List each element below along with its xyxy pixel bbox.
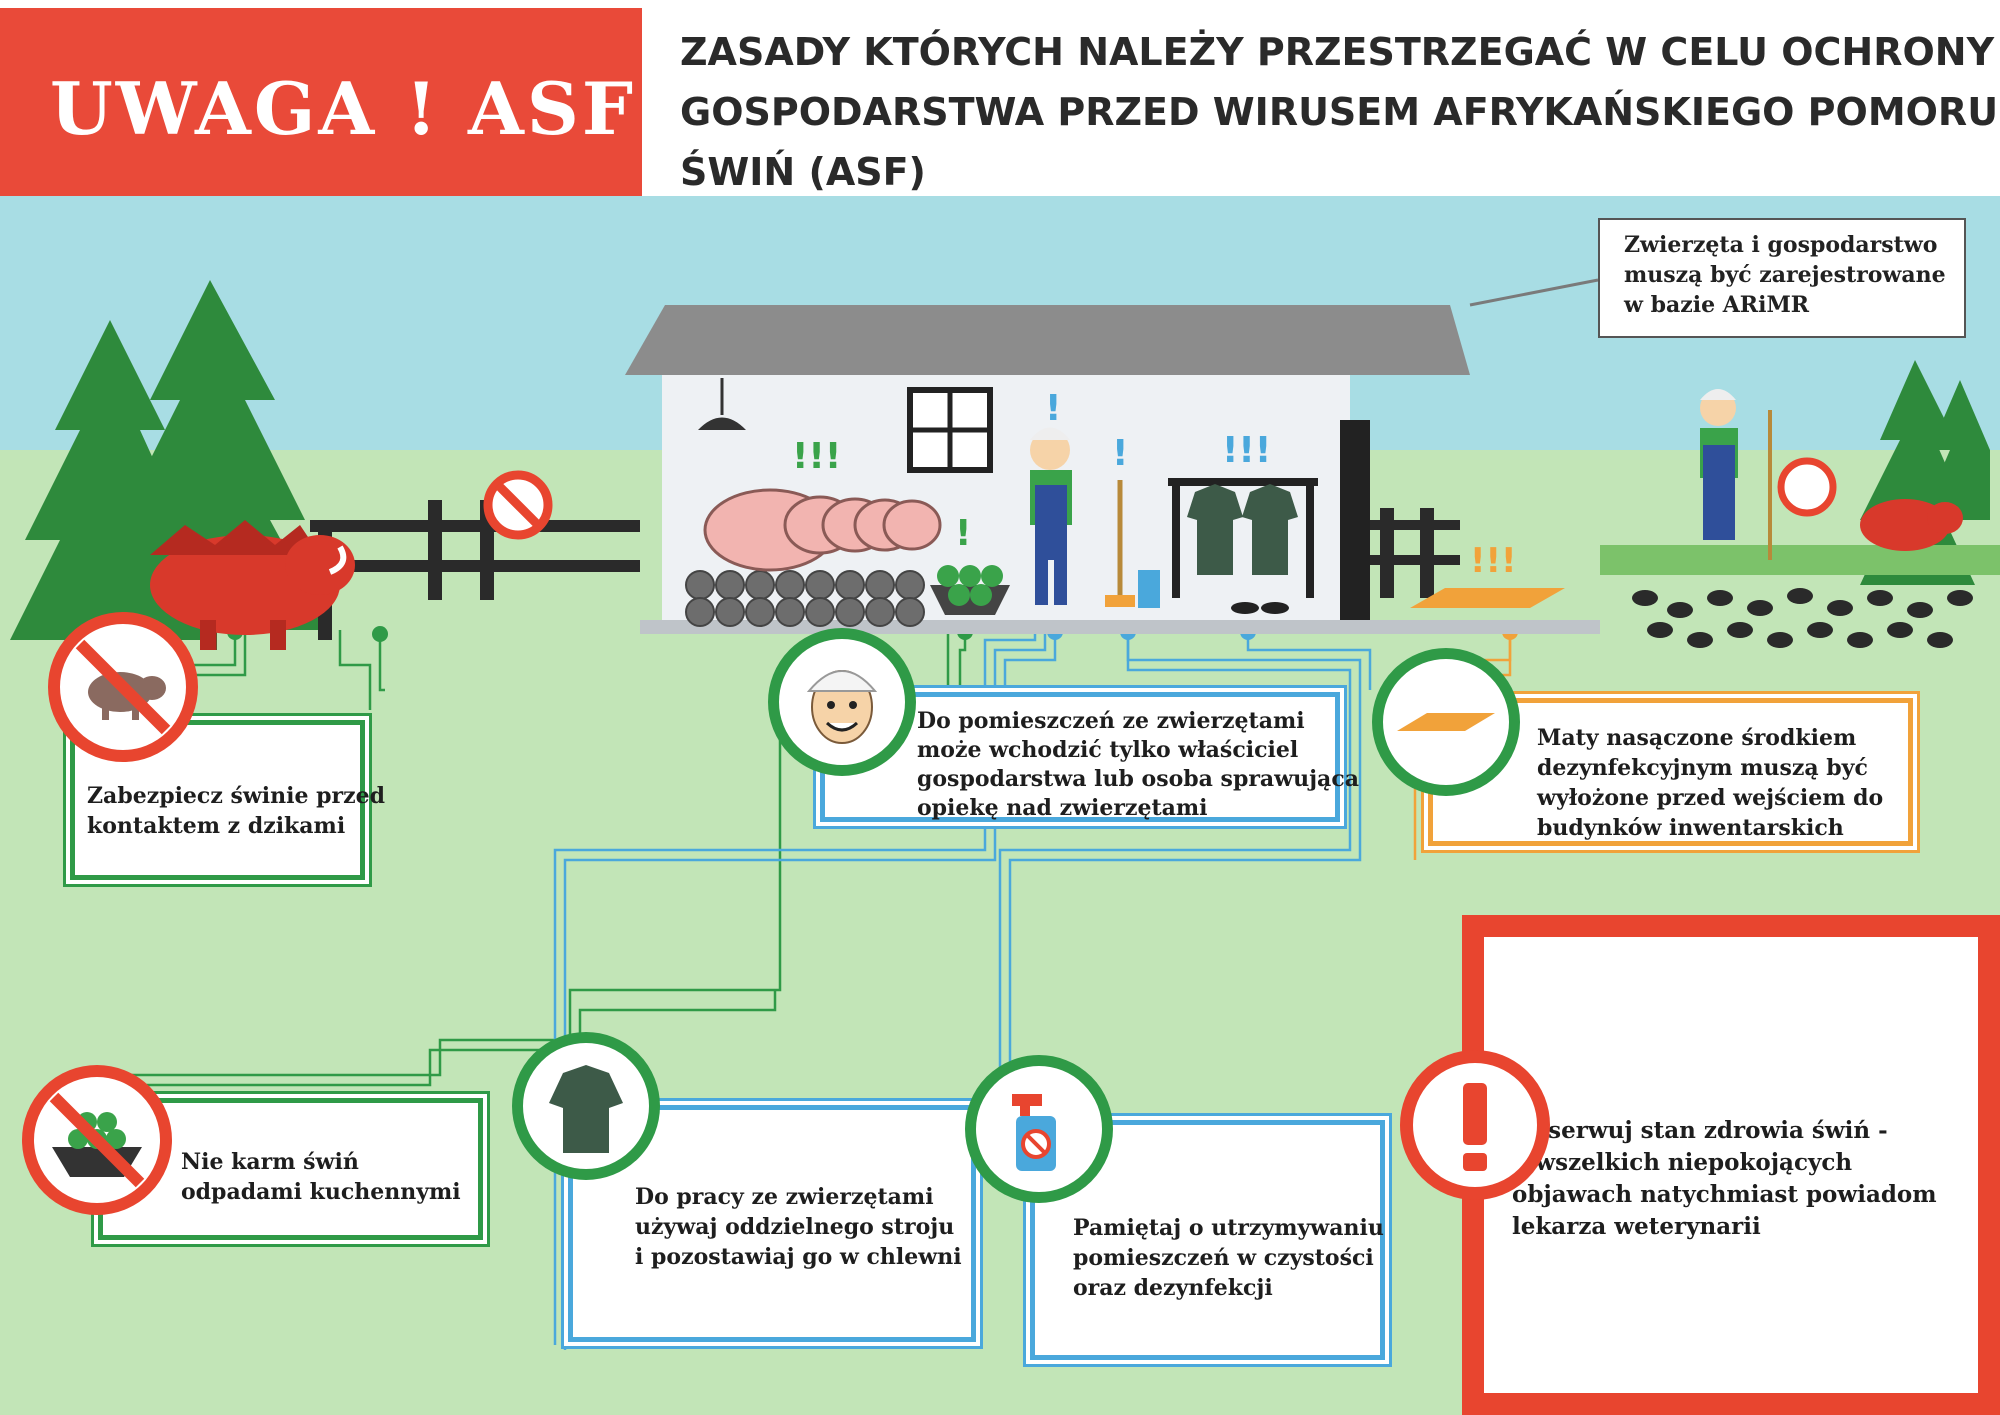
rule-line: i pozostawiaj go w chlewni [635, 1244, 962, 1270]
rule-line: Nie karm świń [181, 1149, 359, 1175]
rule-line: opiekę nad zwierzętami [917, 795, 1208, 821]
farmer-face-icon [768, 628, 916, 776]
no-entry-sign-icon [483, 470, 553, 540]
disinfection-mat-icon [1372, 648, 1520, 796]
svg-text:!: ! [1045, 388, 1061, 429]
rule-line: Maty nasączone środkiem [1537, 725, 1857, 751]
svg-text:!!!: !!! [1222, 430, 1271, 471]
rule-line: pomieszczeń w czystości [1073, 1245, 1374, 1271]
svg-text:!: ! [1112, 433, 1128, 474]
rule-observe-health: Obserwuj stan zdrowia świń - o wszelkich… [1462, 915, 2000, 1415]
warning-banner: UWAGA ! ASF [0, 8, 642, 196]
disinfection-mat [1410, 588, 1565, 608]
fence [310, 500, 1460, 640]
banner-title: UWAGA ! ASF [50, 66, 636, 151]
rule-line: Pamiętaj o utrzymywaniu [1073, 1215, 1384, 1241]
work-shirt-icon [512, 1032, 660, 1180]
rule-line: gospodarstwa lub osoba sprawująca [917, 766, 1359, 792]
right-side-scene [1600, 360, 2000, 648]
rule-owner-only: Do pomieszczeń ze zwierzętami może wchod… [820, 692, 1359, 822]
barn-building: !!! ! ! ! !!! !!! [625, 278, 1600, 634]
note-line: w bazie ARiMR [1624, 292, 1810, 318]
rule-line: używaj oddzielnego stroju [635, 1214, 955, 1240]
svg-text:!!!: !!! [792, 436, 841, 477]
rule-line: odpadami kuchennymi [181, 1179, 461, 1205]
clothes-rack [1168, 478, 1318, 614]
rule-line: Obserwuj stan zdrowia świń - [1512, 1117, 1888, 1144]
title-line: ZASADY KTÓRYCH NALEŻY PRZESTRZEGAĆ W CEL… [680, 30, 1995, 74]
rule-line: wyłożone przed wejściem do [1537, 785, 1884, 811]
note-line: Zwierzęta i gospodarstwo [1624, 232, 1938, 258]
rule-line: Zabezpiecz świnie przed [87, 783, 386, 809]
rule-line: o wszelkich niepokojących [1512, 1149, 1853, 1176]
note-line: muszą być zarejestrowane [1624, 262, 1946, 288]
rule-disinfection-mats: Maty nasączone środkiem dezynfekcyjnym m… [1428, 698, 1913, 846]
farmer-in-barn [1030, 427, 1072, 605]
rule-line: Do pracy ze zwierzętami [635, 1184, 934, 1210]
rule-line: oraz dezynfekcji [1073, 1275, 1273, 1301]
rule-line: Do pomieszczeń ze zwierzętami [917, 708, 1305, 734]
rule-line: może wchodzić tylko właściciel [917, 737, 1299, 763]
title-line: ŚWIŃ (ASF) [680, 150, 926, 194]
page-title: ZASADY KTÓRYCH NALEŻY PRZESTRZEGAĆ W CEL… [680, 22, 1999, 202]
rule-line: kontaktem z dzikami [87, 813, 346, 839]
pigs [703, 488, 942, 572]
rule-line: budynków inwentarskich [1537, 815, 1844, 841]
rule-line: objawach natychmiast powiadom [1512, 1181, 1937, 1208]
rule-line: dezynfekcyjnym muszą być [1537, 755, 1868, 781]
title-line: GOSPODARSTWA PRZED WIRUSEM AFRYKAŃSKIEGO… [680, 90, 1999, 134]
spray-bottle-icon [965, 1055, 1113, 1203]
exclamation-icon [1400, 1050, 1550, 1200]
registration-note: Zwierzęta i gospodarstwo muszą być zarej… [1598, 218, 1966, 338]
wild-boar-left [150, 520, 355, 650]
no-kitchen-waste-icon [22, 1065, 172, 1215]
svg-text:!: ! [955, 513, 971, 554]
rule-line: lekarza weterynarii [1512, 1213, 1761, 1240]
svg-text:!!!: !!! [1470, 541, 1517, 581]
no-wild-boar-icon [48, 612, 198, 762]
